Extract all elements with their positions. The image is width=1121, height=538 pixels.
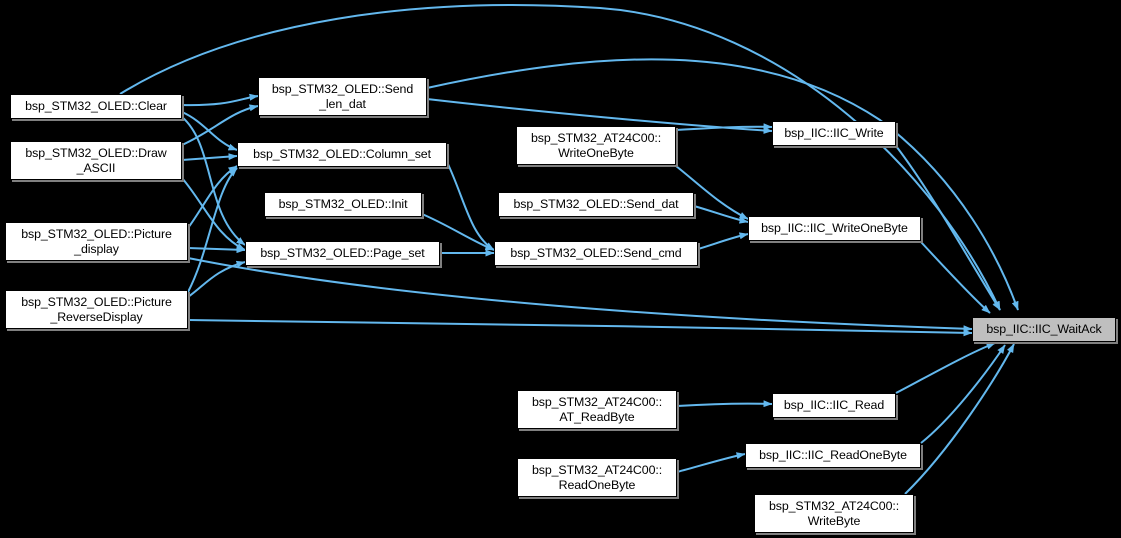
graph-node-label: bsp_STM32_OLED::Send_cmd <box>510 246 682 260</box>
graph-node-send_len_dat[interactable]: bsp_STM32_OLED::Send _len_dat <box>258 77 427 116</box>
graph-node-picture_display[interactable]: bsp_STM32_OLED::Picture _display <box>5 222 188 261</box>
graph-node-label: bsp_STM32_OLED::Picture _ReverseDisplay <box>21 294 172 324</box>
graph-node-label: bsp_STM32_OLED::Send_dat <box>513 197 679 211</box>
graph-node-at_writeonebyte[interactable]: bsp_STM32_AT24C00:: WriteOneByte <box>516 126 676 165</box>
call-edge <box>675 165 749 220</box>
call-edge <box>187 257 973 333</box>
graph-node-label: bsp_IIC::IIC_Read <box>783 398 885 412</box>
graph-node-iic_write[interactable]: bsp_IIC::IIC_Write <box>772 121 896 146</box>
graph-node-label: bsp_STM32_OLED::Picture _display <box>21 226 172 256</box>
graph-node-iic_waitack[interactable]: bsp_IIC::IIC_WaitAck <box>972 317 1116 342</box>
graph-node-iic_readonebyte[interactable]: bsp_IIC::IIC_ReadOneByte <box>745 443 921 468</box>
call-edge <box>187 319 973 337</box>
graph-node-at_writebyte[interactable]: bsp_STM32_AT24C00:: WriteByte <box>754 494 914 533</box>
graph-node-label: bsp_STM32_AT24C00:: WriteByte <box>768 498 900 528</box>
call-edge <box>421 213 495 251</box>
graph-node-label: bsp_STM32_OLED::Init <box>278 197 408 211</box>
call-edge <box>181 104 259 146</box>
graph-node-picture_reverse[interactable]: bsp_STM32_OLED::Picture _ReverseDisplay <box>5 290 188 329</box>
call-edge <box>675 123 773 131</box>
call-edge <box>181 116 246 246</box>
graph-node-label: bsp_STM32_OLED::Send _len_dat <box>271 81 414 111</box>
call-edge <box>181 93 259 107</box>
graph-node-at_readbyte[interactable]: bsp_STM32_AT24C00:: AT_ReadByte <box>517 390 677 429</box>
graph-node-label: bsp_IIC::IIC_ReadOneByte <box>759 448 907 462</box>
graph-node-label: bsp_STM32_OLED::Draw _ASCII <box>25 145 167 175</box>
call-edge <box>119 4 1001 311</box>
graph-node-draw_ascii[interactable]: bsp_STM32_OLED::Draw _ASCII <box>10 141 182 180</box>
call-edge <box>426 58 1019 311</box>
call-edge <box>920 344 1006 444</box>
graph-node-iic_read[interactable]: bsp_IIC::IIC_Read <box>772 393 896 418</box>
graph-node-label: bsp_IIC::IIC_WaitAck <box>986 322 1102 336</box>
call-edge <box>187 167 238 293</box>
call-edge <box>693 205 749 224</box>
call-edge <box>895 145 1001 311</box>
call-edge <box>181 111 238 151</box>
graph-node-iic_writeonebyte[interactable]: bsp_IIC::IIC_WriteOneByte <box>748 216 921 241</box>
call-edge <box>904 343 1015 495</box>
call-edge <box>676 400 773 408</box>
graph-node-label: bsp_STM32_AT24C00:: ReadOneByte <box>531 462 663 492</box>
call-edge <box>446 161 495 251</box>
graph-node-send_cmd[interactable]: bsp_STM32_OLED::Send_cmd <box>494 241 698 266</box>
call-edge <box>697 232 749 250</box>
graph-node-clear[interactable]: bsp_STM32_OLED::Clear <box>10 94 182 119</box>
graph-node-label: bsp_STM32_OLED::Column_set <box>253 147 431 161</box>
call-edge <box>181 153 238 161</box>
call-edge <box>676 452 746 473</box>
graph-node-init[interactable]: bsp_STM32_OLED::Init <box>264 192 422 217</box>
graph-node-page_set[interactable]: bsp_STM32_OLED::Page_set <box>245 241 440 266</box>
call-edge <box>181 177 246 251</box>
call-edge <box>920 241 991 314</box>
graph-node-column_set[interactable]: bsp_STM32_OLED::Column_set <box>237 142 447 167</box>
call-edge <box>187 246 246 254</box>
graph-node-label: bsp_STM32_OLED::Clear <box>25 99 167 113</box>
call-edge <box>426 98 773 134</box>
graph-node-label: bsp_STM32_AT24C00:: AT_ReadByte <box>531 394 663 424</box>
graph-node-label: bsp_STM32_AT24C00:: WriteOneByte <box>530 130 662 160</box>
graph-node-label: bsp_STM32_OLED::Page_set <box>260 246 425 260</box>
graph-node-label: bsp_IIC::IIC_Write <box>784 126 884 140</box>
graph-node-send_dat[interactable]: bsp_STM32_OLED::Send_dat <box>498 192 694 217</box>
edge-paths-group <box>119 4 1019 495</box>
graph-node-at_readonebyte[interactable]: bsp_STM32_AT24C00:: ReadOneByte <box>517 458 677 497</box>
call-edge <box>895 342 996 394</box>
call-edge <box>187 260 246 298</box>
graph-node-label: bsp_IIC::IIC_WriteOneByte <box>761 221 908 235</box>
